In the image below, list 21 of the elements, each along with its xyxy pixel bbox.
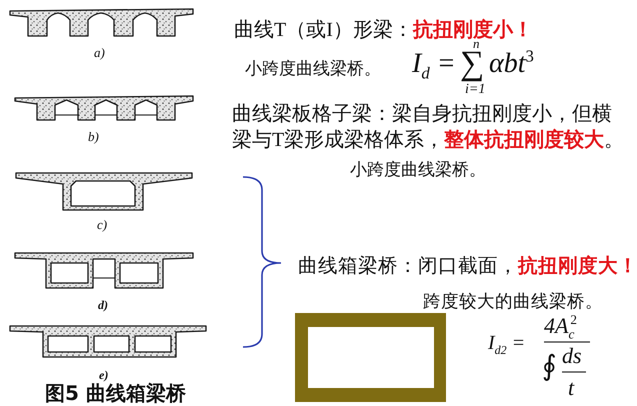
subfigure-label: e) bbox=[99, 369, 108, 381]
description: 曲线T（或I）形梁：抗扭刚度小！ bbox=[234, 20, 533, 40]
formula-term: αbt$^{3}$ bbox=[489, 50, 534, 78]
summation-sign: ∑ bbox=[460, 48, 484, 80]
note: 小跨度曲线梁桥。 bbox=[350, 161, 486, 178]
integral-sign: ∮ bbox=[542, 354, 557, 381]
upper-limit: n bbox=[473, 40, 480, 48]
note: 跨度较大的曲线梁桥。 bbox=[423, 293, 603, 310]
figure-caption: 图5 曲线箱梁桥 bbox=[45, 383, 186, 403]
denominator: t bbox=[568, 376, 574, 399]
subfigure-label: b) bbox=[88, 130, 99, 143]
formula-term: I$_{d2}$ = bbox=[488, 333, 526, 354]
subfigure-label: c) bbox=[97, 218, 108, 231]
subfigure-label: d) bbox=[98, 299, 108, 311]
description: 曲线梁板格子梁：梁自身抗扭刚度小，但横梁与T梁形成梁格体系，整体抗扭刚度较大。 bbox=[232, 102, 626, 153]
formula-term: I$_{d}$ = bbox=[412, 50, 456, 78]
description: 曲线箱梁桥：闭口截面，抗扭刚度大！ bbox=[298, 256, 637, 276]
numerator: ds bbox=[562, 344, 582, 367]
subfigure-label: a) bbox=[94, 46, 105, 59]
note: 小跨度曲线梁桥。 bbox=[245, 60, 381, 77]
lower-limit: i=1 bbox=[465, 83, 486, 97]
